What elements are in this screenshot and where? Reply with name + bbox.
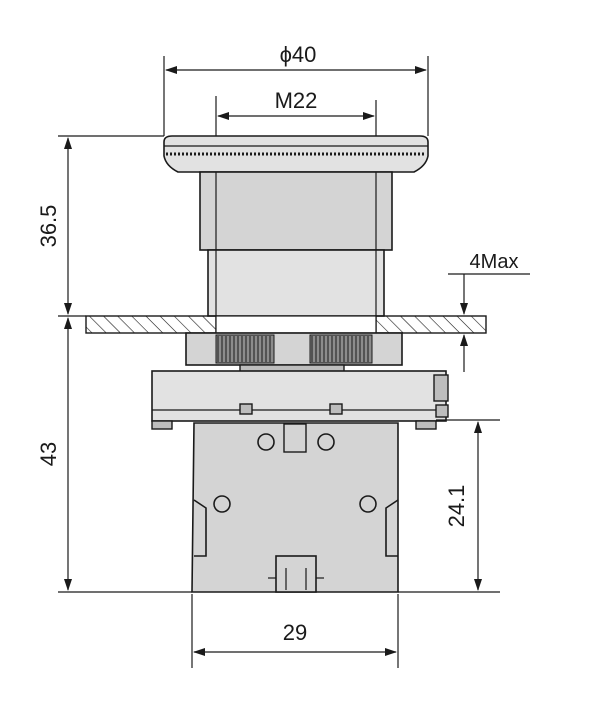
dim-upper-height: 36.5 (36, 135, 164, 317)
thread-label: M22 (275, 88, 318, 113)
panel-thickness-label: 4Max (470, 251, 519, 273)
upper-height-label: 36.5 (36, 205, 61, 248)
dim-width: 29 (191, 594, 399, 668)
dim-panel-thickness: 4Max (448, 251, 530, 372)
bottom-connector (275, 555, 317, 593)
adapter-plate (151, 370, 447, 422)
dim-thread: M22 (215, 88, 377, 136)
nut-knurl-left (215, 334, 275, 364)
push-button-body (85, 135, 487, 593)
lower-height-label: 43 (36, 442, 61, 466)
diameter-label: ϕ40 (280, 42, 317, 67)
barrel (207, 249, 385, 317)
width-label: 29 (283, 620, 307, 645)
side-screw-right (359, 495, 377, 513)
dim-diameter: ϕ40 (163, 42, 429, 136)
terminal-screw-left (257, 433, 275, 451)
mounting-panel-right (375, 315, 487, 334)
terminal-screw-right (317, 433, 335, 451)
collar (199, 171, 393, 251)
dim-lower-height: 43 (36, 317, 192, 593)
side-screw-left (213, 495, 231, 513)
nut-knurl-right (309, 334, 373, 364)
mounting-panel (85, 315, 217, 334)
contact-height-label: 24.1 (444, 485, 469, 528)
dim-contact-height: 24.1 (398, 419, 500, 593)
